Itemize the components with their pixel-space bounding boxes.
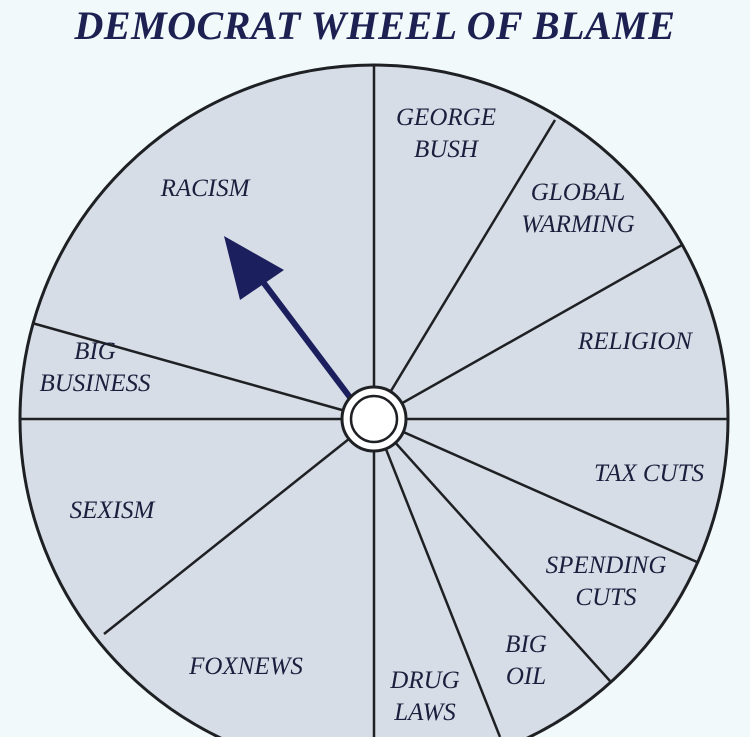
segment-label: TAX CUTS xyxy=(594,460,704,487)
page-title: DEMOCRAT WHEEL OF BLAME xyxy=(74,3,676,48)
segment-dividers xyxy=(20,65,728,737)
segment-label: DRUG LAWS xyxy=(389,667,459,726)
pointer-shaft xyxy=(245,259,355,403)
segment-divider xyxy=(373,418,611,682)
segment-label-line: CUTS xyxy=(575,584,637,611)
segment-label: SPENDING CUTS xyxy=(546,552,667,611)
segment-label-line: BIG xyxy=(74,338,116,365)
segment-label: GEORGE BUSH xyxy=(396,104,496,163)
segment-label-line: TAX CUTS xyxy=(594,460,704,487)
segment-label: RACISM xyxy=(160,175,251,202)
segment-label-line: DRUG xyxy=(389,667,459,694)
segment-divider xyxy=(372,119,557,420)
pointer-arrow xyxy=(224,236,355,403)
segment-label-line: BUSH xyxy=(414,136,480,163)
segment-label-line: RELIGION xyxy=(577,328,693,355)
segment-label-line: BIG xyxy=(505,631,547,658)
segment-label-line: OIL xyxy=(506,663,546,690)
segment-divider xyxy=(373,243,683,421)
segment-label: SEXISM xyxy=(70,497,156,524)
segment-labels: GEORGE BUSH GLOBAL WARMING RELIGION TAX CUTS S… xyxy=(39,104,704,726)
segment-label-line: LAWS xyxy=(393,699,456,726)
segment-divider xyxy=(373,417,698,564)
segment-label-line: SPENDING xyxy=(546,552,667,579)
segment-divider xyxy=(103,418,375,635)
segment-label-line: BUSINESS xyxy=(39,370,151,397)
hub-inner-ring xyxy=(349,394,399,444)
segment-label: BIG BUSINESS xyxy=(39,338,151,397)
wheel-rim xyxy=(18,63,730,737)
pointer-arrowhead xyxy=(224,236,284,300)
segment-label: BIG OIL xyxy=(505,631,547,690)
segment-label: GLOBAL WARMING xyxy=(521,179,635,238)
segment-label-line: WARMING xyxy=(521,211,635,238)
segment-label-line: GEORGE xyxy=(396,104,496,131)
segment-divider xyxy=(372,418,502,737)
segment-label: FOXNEWS xyxy=(188,653,303,680)
segment-label: RELIGION xyxy=(577,328,693,355)
segment-label-line: FOXNEWS xyxy=(188,653,303,680)
segment-label-line: GLOBAL xyxy=(531,179,625,206)
wheel-hub xyxy=(340,385,408,453)
segment-divider xyxy=(31,321,375,421)
segment-label-line: RACISM xyxy=(160,175,251,202)
segment-label-line: SEXISM xyxy=(70,497,156,524)
